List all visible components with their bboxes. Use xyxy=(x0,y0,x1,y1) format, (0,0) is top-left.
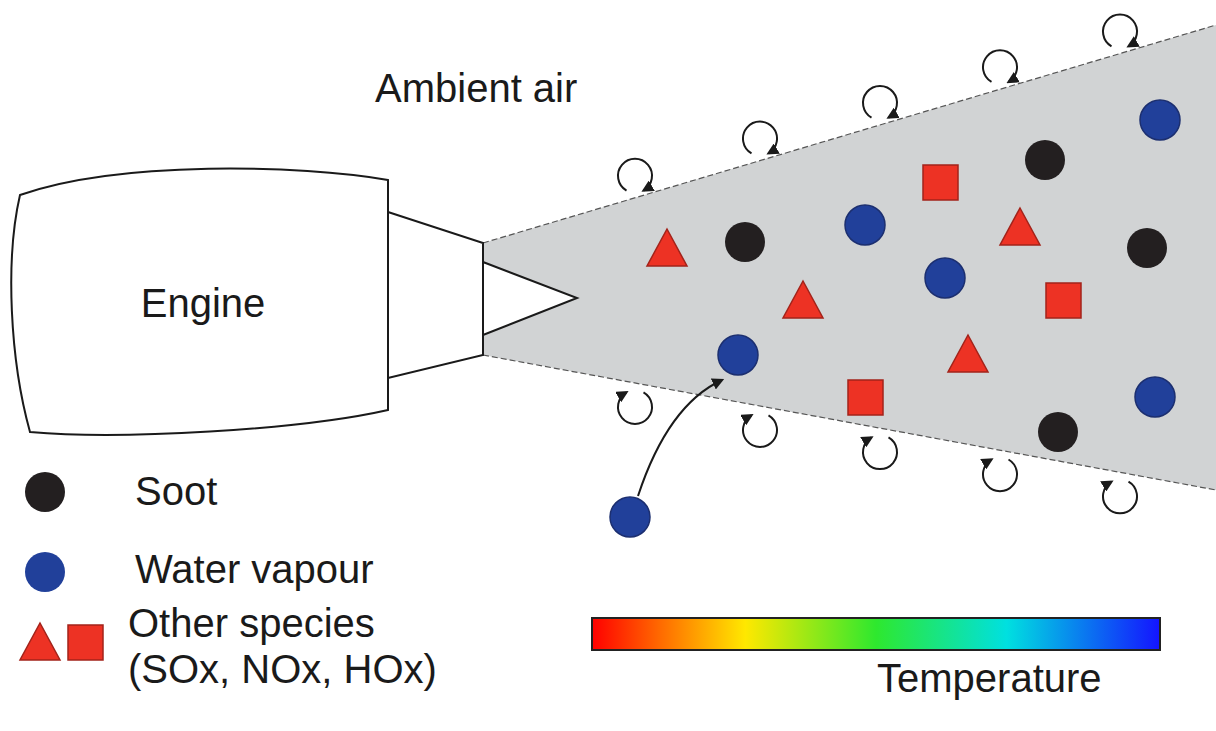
species-square xyxy=(923,165,958,200)
legend-label: Soot xyxy=(135,468,217,514)
soot-particle xyxy=(725,222,765,262)
plume-edge xyxy=(483,25,1216,243)
species-triangle xyxy=(783,281,823,318)
water-vapour-particle xyxy=(718,335,758,375)
entrainment-swirl xyxy=(1103,15,1137,47)
plume-edge xyxy=(483,355,1216,490)
water-vapour-particle xyxy=(845,205,885,245)
engine-outline-path xyxy=(11,169,388,435)
water-vapour-particle xyxy=(1135,377,1175,417)
species-triangle xyxy=(1000,208,1040,245)
swatch-triangle xyxy=(20,623,60,660)
entrainment-swirl xyxy=(743,122,777,154)
legend-label: Other species (SOx, NOx, HOx) xyxy=(128,600,458,692)
soot-particle xyxy=(1025,140,1065,180)
legend-label: Water vapour xyxy=(135,546,374,592)
soot-particle xyxy=(1038,412,1078,452)
soot-particle xyxy=(1127,228,1167,268)
engine-nacelle: Engine xyxy=(12,160,394,445)
entrainment-swirl xyxy=(983,459,1017,491)
temperature-colour-bar xyxy=(592,618,1160,650)
entrainment-swirl xyxy=(618,159,652,191)
entrainment-swirl xyxy=(863,86,897,118)
legend-swatch xyxy=(20,468,120,518)
species-triangle xyxy=(948,335,988,372)
exhaust-plume xyxy=(483,25,1216,490)
species-triangle xyxy=(647,229,687,266)
legend-swatch xyxy=(15,618,115,668)
entrainment-swirl xyxy=(863,437,897,469)
entrainment-arrows xyxy=(618,15,1137,514)
engine-nozzle xyxy=(388,212,483,378)
entrainment-swirl xyxy=(1103,482,1137,514)
entrainment-swirl xyxy=(983,50,1017,82)
particles xyxy=(610,100,1180,537)
swatch-square xyxy=(68,625,103,660)
species-square xyxy=(848,380,883,415)
water-vapour-particle xyxy=(610,497,650,537)
legend-swatch xyxy=(20,548,120,598)
nozzle-cone xyxy=(483,262,577,335)
engine-label: Engine xyxy=(141,280,266,326)
entrainment-swirl xyxy=(743,415,777,447)
species-square xyxy=(1046,283,1081,318)
entrainment-swirl xyxy=(618,392,652,424)
entrainment-arrow xyxy=(638,380,722,496)
swatch-circle xyxy=(25,552,65,592)
region-label: Ambient air xyxy=(375,65,577,111)
colour-bar-label: Temperature xyxy=(877,655,1102,701)
swatch-circle xyxy=(25,472,65,512)
water-vapour-particle xyxy=(1140,100,1180,140)
water-vapour-particle xyxy=(925,258,965,298)
